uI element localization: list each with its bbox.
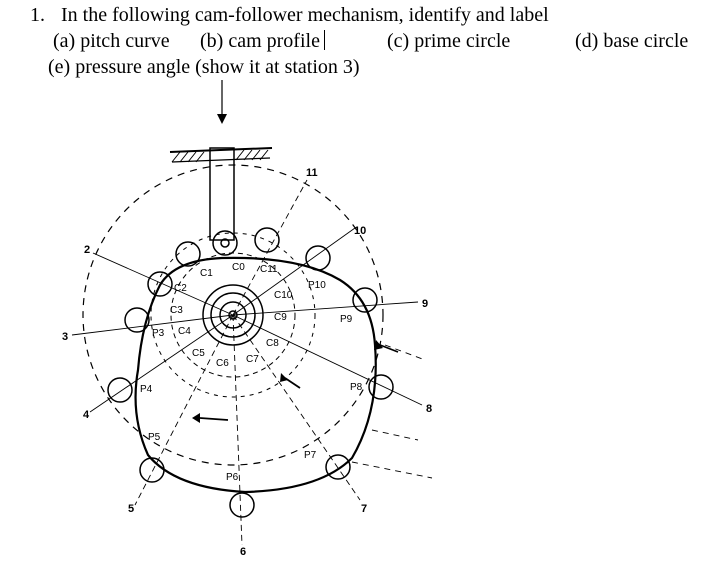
follower-arrow-head [217,114,227,124]
outer-dashed-circle [82,164,384,466]
option-d-base-circle: (d) base circle [575,30,689,52]
option-e-pressure-angle: (e) pressure angle (show it at station 3… [48,56,360,78]
radial-line-8 [232,314,423,406]
pitch-label-p9: P9 [340,314,353,325]
radial-line-10 [232,227,356,316]
station-label-10: 10 [354,225,366,237]
roller-station-2 [147,271,173,297]
contact-label-c4: C4 [178,326,191,337]
contact-label-c5: C5 [192,348,205,359]
rotation-arrow-3 [379,344,399,353]
rotation-arrow-1 [199,417,229,421]
station-label-4: 4 [83,409,90,421]
option-c-prime-circle: (c) prime circle [387,30,511,52]
roller-station-7 [325,454,351,480]
rotation-arrow-2-head [280,373,288,382]
roller-station-11 [254,227,280,253]
contact-label-c3: C3 [170,305,183,316]
contact-label-c0: C0 [232,262,245,273]
question-stem: In the following cam-follower mechanism,… [61,4,549,26]
follower-guide [169,147,273,153]
radial-line-4 [89,314,234,413]
pitch-label-p4: P4 [140,384,153,395]
pitch-label-p3: P3 [152,328,165,339]
option-b-cam-profile: (b) cam profile [200,30,325,52]
contact-label-c9: C9 [274,312,287,323]
radial-line-3 [71,314,234,336]
radial-line-11 [232,179,308,316]
hub-middle [210,292,256,338]
roller-station-10 [305,245,331,271]
cam-profile-curve [134,256,377,494]
rotation-arrow-3-head [374,340,383,350]
roller-station-9 [352,287,378,313]
roller-hub-0 [220,238,230,248]
station-label-11: 11 [306,167,318,179]
radial-line-9 [232,301,419,316]
guide-hatching [171,149,269,163]
contact-label-c10: C10 [274,290,293,301]
roller-station-0 [212,230,238,256]
pitch-label-p10: P10 [308,280,326,291]
contact-label-c7: C7 [246,354,259,365]
roller-station-4 [107,377,133,403]
pitch-label-p8: P8 [350,382,363,393]
inner-dashed-circle [170,252,296,378]
contact-label-c2: C2 [174,283,187,294]
roller-station-8 [368,374,394,400]
station-label-6: 6 [240,546,246,558]
tangent-line-8 [351,461,433,479]
guide-lower [171,157,271,163]
tangent-line-9 [384,344,426,361]
contact-label-c6: C6 [216,358,229,369]
text-cursor [323,30,325,50]
radial-line-2 [92,252,234,316]
station-label-3: 3 [62,331,68,343]
rotation-arrow-1-head [192,413,200,423]
follower-stem [209,147,235,241]
tangent-line-7b [371,429,419,441]
contact-label-c11: C11 [260,264,278,275]
hub-inner [219,301,247,329]
roller-station-5 [139,457,165,483]
option-a-pitch-curve: (a) pitch curve [53,30,170,52]
radial-line-5 [134,314,234,506]
contact-label-c1: C1 [200,268,213,279]
question-number: 1. [30,4,45,26]
hub-outer [202,284,264,346]
roller-station-3 [124,307,150,333]
radial-line-7 [232,314,361,501]
station-label-8: 8 [426,403,432,415]
pitch-label-p7: P7 [304,450,317,461]
roller-station-1 [175,241,201,267]
radial-line-6 [232,314,243,546]
station-label-7: 7 [361,503,367,515]
prime-dashed-circle [150,232,316,398]
pitch-label-p5: P5 [148,432,161,443]
roller-station-6 [229,492,255,518]
station-label-5: 5 [128,503,134,515]
station-label-2: 2 [84,244,90,256]
option-b-label: (b) cam profile [200,30,320,52]
station-label-9: 9 [422,298,428,310]
contact-label-c8: C8 [266,338,279,349]
pitch-label-p6: P6 [226,472,239,483]
